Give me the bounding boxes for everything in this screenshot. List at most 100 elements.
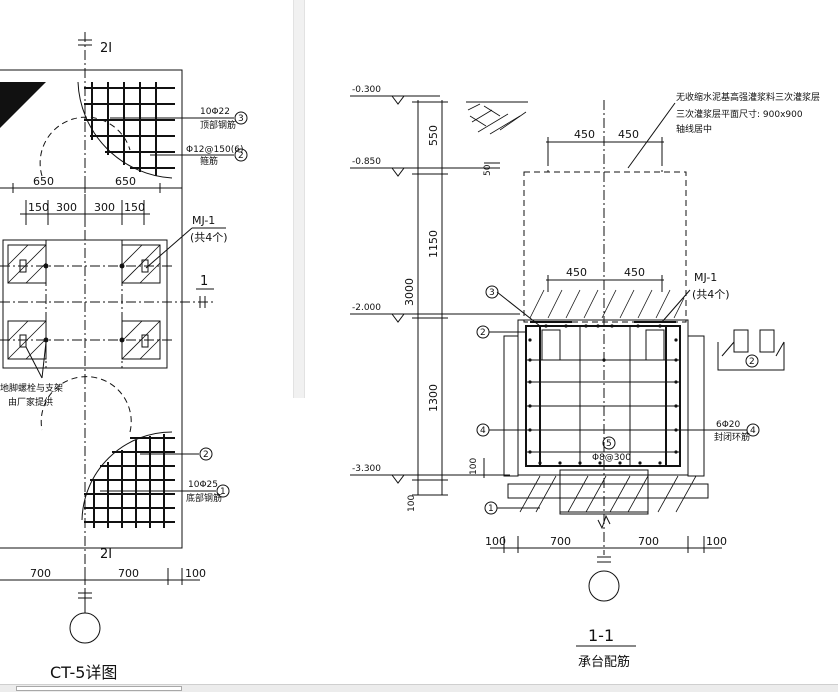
ct5-caption: CT-5详图	[50, 663, 117, 682]
ground-hatch	[466, 101, 528, 135]
section-title: 1-1	[588, 626, 614, 645]
grout-note-1: 无收缩水泥基高强灌浆料三次灌浆层	[676, 91, 820, 103]
marker-2b-circle	[199, 447, 213, 461]
dim-550: 550	[427, 125, 440, 146]
ring-rebar-label: 6Φ20	[716, 420, 741, 430]
dim-650-right: 650	[115, 175, 136, 188]
dim-100-v1: 100	[469, 458, 479, 475]
axis-label-bottom: 2I	[100, 547, 112, 562]
section-marker-4-left	[476, 423, 490, 437]
rebar-top-top-label: 10Φ22	[200, 107, 230, 117]
mj-label: MJ-1	[192, 214, 215, 227]
section-marker-5-label: 5	[606, 439, 612, 449]
section-marker-4-right	[746, 423, 760, 437]
dim-450-top-left: 450	[574, 128, 595, 141]
marker-3-circle	[234, 111, 248, 125]
vertical-dims: 550 50 1150 3000 1300 100 100	[403, 100, 500, 512]
dim-3000: 3000	[403, 278, 416, 306]
bottom-rebar-grid	[81, 431, 175, 528]
section-subtitle: 承台配筋	[578, 654, 630, 670]
elev-label-2: -0.850	[352, 157, 381, 167]
anchor-note-2: 由厂家提供	[8, 396, 53, 408]
section-marker-4-left-label: 4	[480, 426, 486, 436]
pile-below	[507, 469, 709, 530]
section-marker-5	[602, 436, 616, 450]
anchor-note-1: 地脚螺栓与支架	[0, 382, 63, 394]
grout-note-3: 轴线居中	[676, 123, 712, 135]
elevation-markers: -0.300 -0.850 -2.000 -3.300	[350, 85, 520, 484]
mj-count-right: (共4个)	[692, 288, 730, 301]
cap-rebar	[525, 321, 681, 467]
section-marker-4-right-label: 4	[750, 426, 756, 436]
stirrup-detail-marker: 2	[749, 357, 755, 367]
mj-label-right: MJ-1	[694, 271, 717, 284]
stirrup-label: Φ8@300	[592, 453, 631, 463]
dim-100-left: 100	[185, 567, 206, 580]
axis-label-top: 2I	[100, 41, 112, 56]
elev-label-4: -3.300	[352, 464, 381, 474]
dim-700-section-left: 700	[550, 535, 571, 548]
section-marker-3-label: 3	[489, 288, 495, 298]
dim-700-right: 700	[118, 567, 139, 580]
section-mark-label: 1	[200, 274, 208, 289]
axis-bubble-right	[588, 570, 620, 602]
marker-2a-circle	[234, 148, 248, 162]
marker-2a-label: 2	[238, 151, 244, 161]
mj-leader	[145, 227, 193, 269]
mj-count: (共4个)	[190, 231, 228, 244]
elev-label-3: -2.000	[352, 303, 381, 313]
rebar-top-mid-note: 箍筋	[200, 155, 218, 167]
dim-1300: 1300	[427, 384, 440, 412]
dim-100-section-right: 100	[706, 535, 727, 548]
rebar-top-mid-label: Φ12@150(6)	[186, 145, 243, 155]
dim-450-top-right: 450	[618, 128, 639, 141]
pile-arc-top	[77, 81, 173, 179]
dim-450-mid-right: 450	[624, 266, 645, 279]
scrollbar-thumb[interactable]	[16, 686, 182, 691]
axis-bubble-left	[69, 612, 101, 644]
marker-1-circle	[216, 484, 230, 498]
cap-side-left	[503, 335, 519, 477]
column-dashed-outline	[523, 171, 687, 323]
base-plate-outline	[2, 239, 168, 369]
dim-300-a: 300	[56, 201, 77, 214]
grout-hatch	[529, 289, 685, 319]
dim-650-left: 650	[33, 175, 54, 188]
ring-rebar-note: 封闭环筋	[714, 431, 750, 443]
anchor-block-bl	[7, 320, 49, 360]
ct5-plan-view: 2I 3 10Φ22 顶部钢筋	[0, 32, 248, 682]
cap-side-right	[687, 335, 705, 477]
section-1-1-view: -0.300 -0.850 -2.000 -3.300 550 50 1150 …	[350, 85, 820, 670]
elev-label-1: -0.300	[352, 85, 381, 95]
marker-1-label: 1	[220, 487, 226, 497]
dim-300-b: 300	[94, 201, 115, 214]
grout-leader	[627, 102, 676, 169]
marker-2b-label: 2	[203, 450, 209, 460]
marker-3-label: 3	[238, 114, 244, 124]
pile-circle-bottom-dashed	[40, 376, 132, 433]
section-marker-1-label: 1	[488, 504, 494, 514]
stirrup-detail: 2	[717, 329, 785, 371]
section-marker-1	[484, 501, 498, 515]
section-marker-2	[476, 325, 490, 339]
dim-450-mid-left: 450	[566, 266, 587, 279]
grout-note-2: 三次灌浆层平面尺寸: 900x900	[676, 108, 803, 120]
anchor-block-br	[119, 320, 161, 360]
mj-leader-right	[661, 289, 691, 323]
top-rebar-grid	[77, 81, 175, 179]
dim-150-a: 150	[28, 201, 49, 214]
anchor-block-tr	[119, 244, 161, 284]
corner-triangle	[0, 82, 46, 128]
rebar-top-top-note: 顶部钢筋	[200, 119, 236, 131]
dim-100-v2: 100	[407, 495, 417, 512]
anchor-block-tl	[7, 244, 49, 284]
dim-50: 50	[483, 164, 493, 176]
dim-700-section-right: 700	[638, 535, 659, 548]
dim-700-left: 700	[30, 567, 51, 580]
dim-100-section-left: 100	[485, 535, 506, 548]
rebar-bottom-note: 底部钢筋	[186, 492, 222, 504]
section-marker-2-label: 2	[480, 328, 486, 338]
dim-150-b: 150	[124, 201, 145, 214]
panel-divider	[293, 0, 305, 398]
